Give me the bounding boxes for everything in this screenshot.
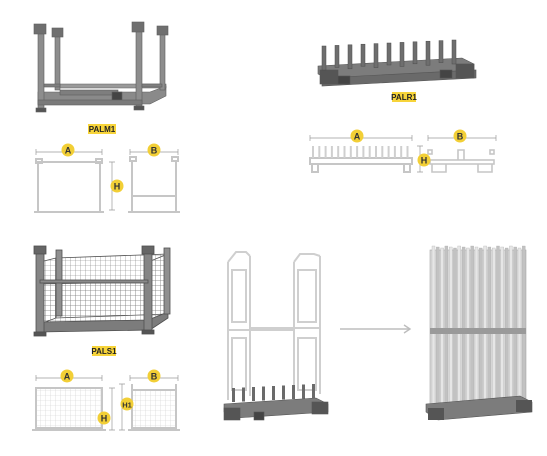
rack-base-pin [302, 384, 305, 399]
palr1-label: PALR1 [391, 93, 417, 102]
rack-base-pins [232, 384, 315, 402]
palr1-side-view [427, 149, 495, 173]
rack-with-frame-render [227, 251, 321, 400]
palm1-dim-a-badge [61, 143, 75, 157]
palr1-front-pin [368, 146, 371, 158]
palr1-pin [451, 39, 457, 65]
pals1-dim-h1-badge [120, 397, 134, 411]
pals1-label-box [92, 346, 116, 356]
palm1-side-view [128, 156, 180, 213]
palr1-front-pin [318, 146, 321, 158]
pals1-dim-b-badge [147, 369, 161, 383]
rack-base-pin [262, 386, 265, 401]
palr1-front-view [309, 157, 413, 173]
pals1-dim-h-label: H [101, 414, 108, 424]
loaded-bar [474, 246, 479, 408]
palr1-pin [412, 41, 418, 65]
palr1-pin [334, 45, 340, 68]
palr1-front-pin [362, 146, 365, 158]
palm1-front-view [34, 158, 104, 213]
palr1-front-pin [356, 146, 359, 158]
pals1-dim-b-label: B [151, 372, 158, 382]
loaded-bar [436, 246, 440, 408]
loaded-bar [457, 245, 461, 407]
palm1-dim-b-label: B [151, 146, 158, 156]
palr1-front-pin [349, 146, 352, 158]
rack-base-render [223, 397, 329, 421]
palr1-front-pin [375, 146, 377, 158]
palr1-front-pin [400, 146, 403, 158]
rack-base-pin [272, 386, 275, 400]
loaded-rack-render [425, 245, 533, 421]
loaded-bar [461, 246, 466, 408]
loaded-bar [470, 245, 474, 407]
palr1-front-pin [343, 146, 346, 158]
palr1-front-pin [406, 146, 409, 158]
palm1-dim-b-badge [147, 143, 161, 157]
palr1-pin [321, 45, 327, 71]
palr1-pin [373, 43, 379, 68]
rack-base-pin [232, 388, 235, 402]
palr1-pin [425, 40, 431, 66]
palr1-pin [360, 43, 366, 67]
loaded-bar [444, 245, 449, 407]
palr1-front-pin [393, 146, 396, 158]
palm1-dim-a-label: A [65, 146, 72, 156]
arrow-right-icon [340, 324, 412, 334]
pals1-mesh-render [33, 245, 171, 337]
loaded-bar [513, 246, 517, 408]
palr1-pin [438, 40, 444, 63]
palr1-pin [386, 42, 392, 66]
pals1-dim-a-badge [60, 369, 74, 383]
rack-base-pin [312, 384, 315, 398]
palr1-dim-b-label: B [457, 132, 464, 142]
palr1-label-box [392, 92, 416, 102]
loaded-bar [431, 245, 436, 407]
palm1-dim-h-label: H [114, 182, 121, 192]
pals1-dim-h1-label: H1 [122, 401, 132, 410]
pals1-side-view [128, 384, 180, 431]
palr1-dim-a-badge [350, 129, 364, 143]
palm1-label-box [88, 124, 116, 134]
loaded-bar [483, 245, 487, 407]
palm1-frame-render [33, 21, 169, 113]
pals1-front-view [32, 387, 106, 431]
palr1-front-pin [387, 146, 390, 158]
palr1-pins [321, 39, 457, 71]
loaded-bar [522, 245, 526, 407]
palr1-front-pin [381, 146, 384, 158]
pals1-dim-h-badge [97, 411, 111, 425]
palr1-dim-h-label: H [421, 156, 428, 166]
palr1-dim-h-badge [417, 153, 431, 167]
palr1-pin [399, 42, 405, 67]
palm1-label: PALM1 [89, 125, 116, 134]
pals1-dim-a-label: A [64, 372, 71, 382]
rack-base-pin [282, 385, 285, 400]
loaded-bar [487, 246, 492, 408]
rack-base-pin [252, 387, 255, 401]
palr1-front-pin [312, 146, 314, 158]
rack-base-pin [292, 385, 295, 399]
rack-base-pin [242, 387, 245, 402]
loaded-bar [500, 246, 504, 408]
pals1-label: PALS1 [91, 347, 117, 356]
palr1-front-pins [312, 146, 409, 158]
palm1-dim-lines [35, 149, 179, 211]
palr1-front-pin [330, 146, 333, 158]
palm1-dim-h-badge [110, 179, 124, 193]
palr1-front-pin [337, 146, 340, 158]
loaded-bar [496, 245, 500, 407]
palr1-rack-render [317, 57, 477, 87]
loaded-bar [509, 245, 513, 407]
loaded-bar [449, 246, 453, 408]
palr1-dim-b-badge [453, 129, 467, 143]
palr1-pin [347, 44, 353, 70]
palr1-front-pin [324, 146, 327, 158]
palr1-dim-a-label: A [354, 132, 361, 142]
